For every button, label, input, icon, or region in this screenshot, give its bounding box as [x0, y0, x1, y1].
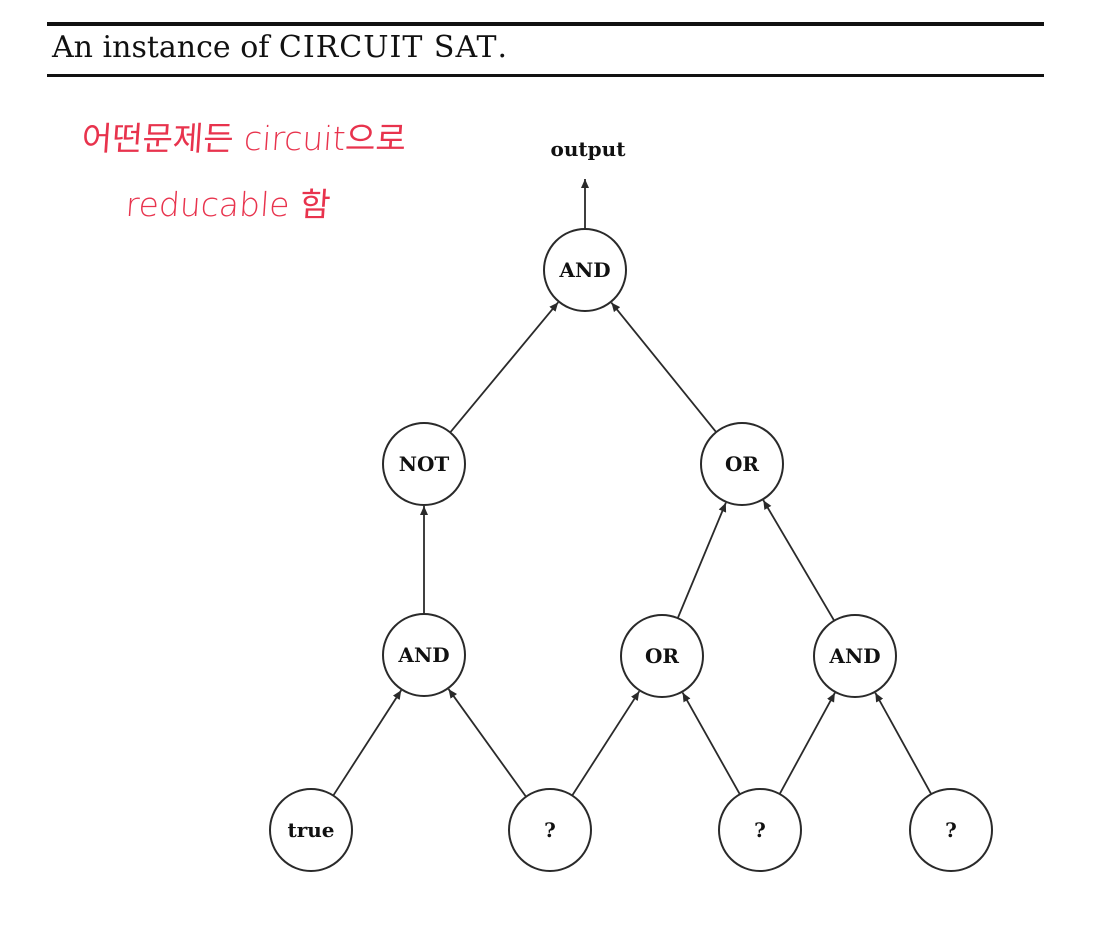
- node-circle: [813, 614, 897, 698]
- node-circle: [508, 788, 592, 872]
- edges-layer: [332, 179, 932, 798]
- edge-right_or-to-top_and: [610, 302, 717, 433]
- node-circle: [269, 788, 353, 872]
- edge-mid_or-to-right_or: [676, 502, 727, 619]
- node-label: AND: [397, 643, 449, 667]
- node-label: true: [287, 818, 334, 842]
- node-label: OR: [645, 644, 679, 668]
- node-input-true: true: [269, 788, 353, 872]
- node-circle: [718, 788, 802, 872]
- node-not-gate: NOT: [382, 422, 466, 506]
- edge-input_q1-to-left_and: [447, 688, 527, 798]
- node-top-and: AND: [543, 228, 627, 312]
- output-label: output: [551, 137, 627, 161]
- node-right-and: AND: [813, 614, 897, 698]
- node-circle: [620, 614, 704, 698]
- node-circle: [700, 422, 784, 506]
- node-label: OR: [725, 452, 759, 476]
- caption-problem-name: CIRCUIT SAT: [278, 30, 498, 65]
- node-circle: [382, 422, 466, 506]
- node-label: ?: [945, 818, 957, 842]
- edge-input_q1-to-mid_or: [571, 690, 641, 797]
- node-label: NOT: [399, 452, 450, 476]
- node-input-q1: ?: [508, 788, 592, 872]
- caption-prefix: An instance of: [52, 30, 279, 65]
- node-label: AND: [828, 644, 880, 668]
- node-input-q2: ?: [718, 788, 802, 872]
- edge-input_true-to-left_and: [332, 689, 402, 797]
- caption-suffix: .: [497, 30, 508, 65]
- node-label: ?: [544, 818, 556, 842]
- figure-caption: An instance of CIRCUIT SAT.: [52, 30, 507, 65]
- node-left-and: AND: [382, 613, 466, 697]
- nodes-layer: AND NOT OR AND OR AND true???: [269, 228, 993, 872]
- node-circle: [909, 788, 993, 872]
- bottom-rule: [47, 74, 1044, 77]
- node-label: ?: [754, 818, 766, 842]
- node-circle: [543, 228, 627, 312]
- edge-input_q2-to-mid_or: [681, 692, 741, 795]
- top-rule: [47, 22, 1044, 26]
- edge-right_and-to-right_or: [762, 499, 835, 622]
- node-right-or: OR: [700, 422, 784, 506]
- node-input-q3: ?: [909, 788, 993, 872]
- edge-input_q2-to-right_and: [778, 692, 836, 795]
- node-mid-or: OR: [620, 614, 704, 698]
- node-circle: [382, 613, 466, 697]
- edge-input_q3-to-right_and: [874, 692, 932, 795]
- node-label: AND: [558, 258, 610, 282]
- edge-not_gate-to-top_and: [449, 301, 559, 434]
